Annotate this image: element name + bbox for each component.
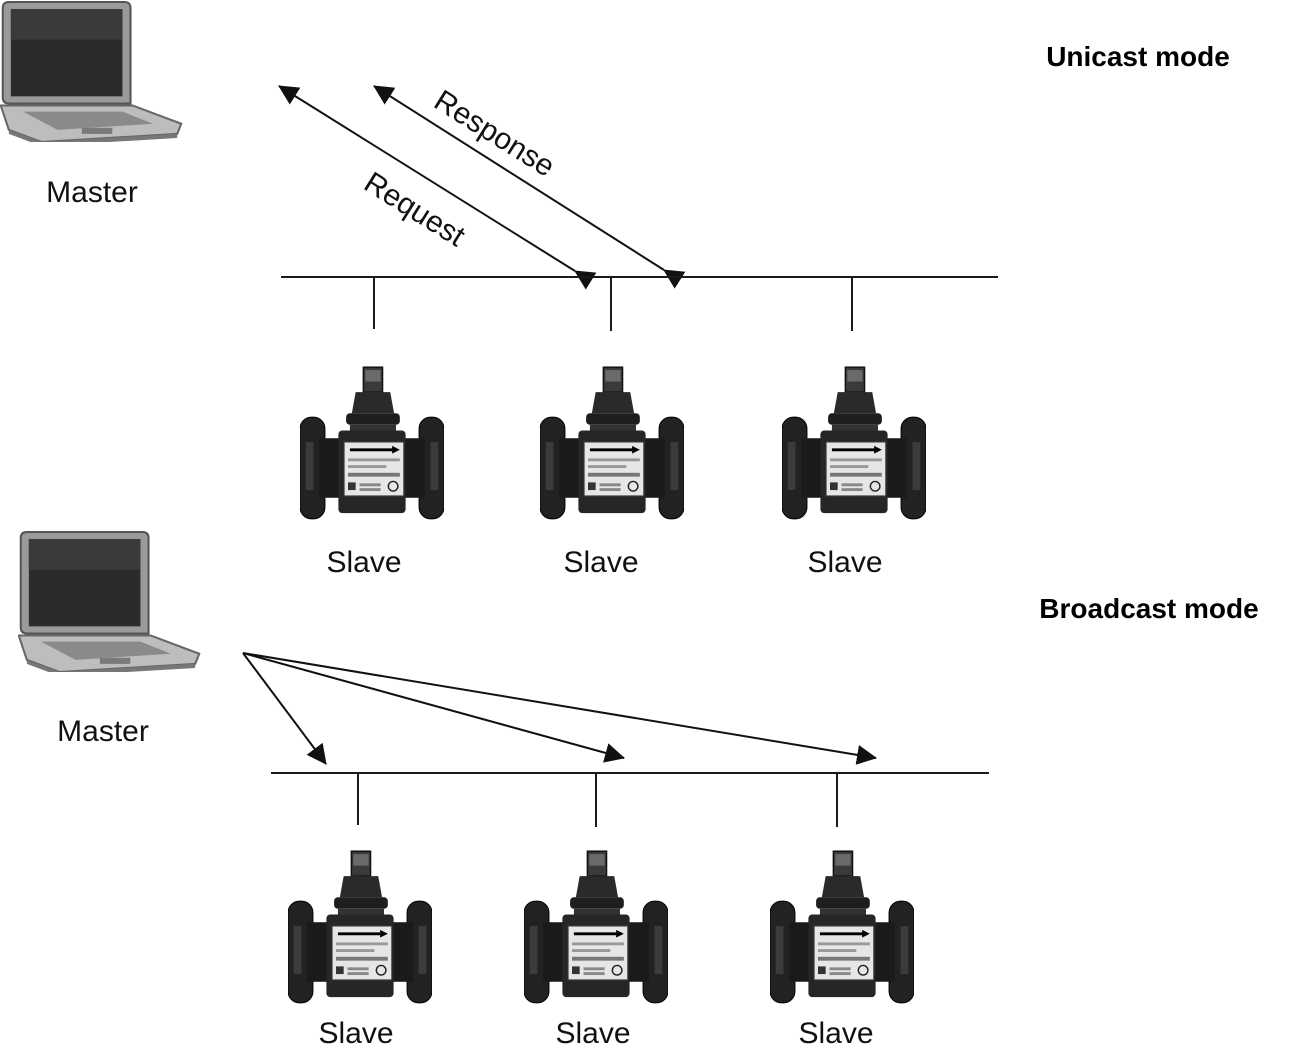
master-laptop-icon	[18, 531, 201, 672]
broadcast-arrow	[242, 652, 625, 763]
broadcast-slave-label: Slave	[798, 1017, 873, 1048]
broadcast-slave-label: Slave	[318, 1017, 393, 1048]
broadcast-mode-title: Broadcast mode	[1039, 593, 1258, 624]
unicast-mode-title: Unicast mode	[1046, 41, 1230, 72]
flowmeter-icon	[770, 849, 914, 1005]
unicast-master-label: Master	[46, 176, 138, 209]
unicast-slave-label: Slave	[807, 546, 882, 579]
request-arrow	[278, 85, 597, 290]
flowmeter-icon	[524, 849, 668, 1005]
flowmeter-icon	[288, 849, 432, 1005]
flowmeter-icon	[782, 365, 926, 521]
broadcast-arrow	[242, 652, 877, 765]
flowmeter-icon	[300, 365, 444, 521]
master-laptop-icon	[0, 1, 183, 142]
response-arrow	[373, 85, 686, 289]
unicast-slave-label: Slave	[326, 546, 401, 579]
broadcast-slave-label: Slave	[555, 1017, 630, 1048]
flowmeter-icon	[540, 365, 684, 521]
unicast-slave-label: Slave	[563, 546, 638, 579]
broadcast-arrow	[242, 652, 327, 765]
broadcast-master-label: Master	[57, 715, 149, 748]
request-label: Request	[358, 166, 471, 254]
